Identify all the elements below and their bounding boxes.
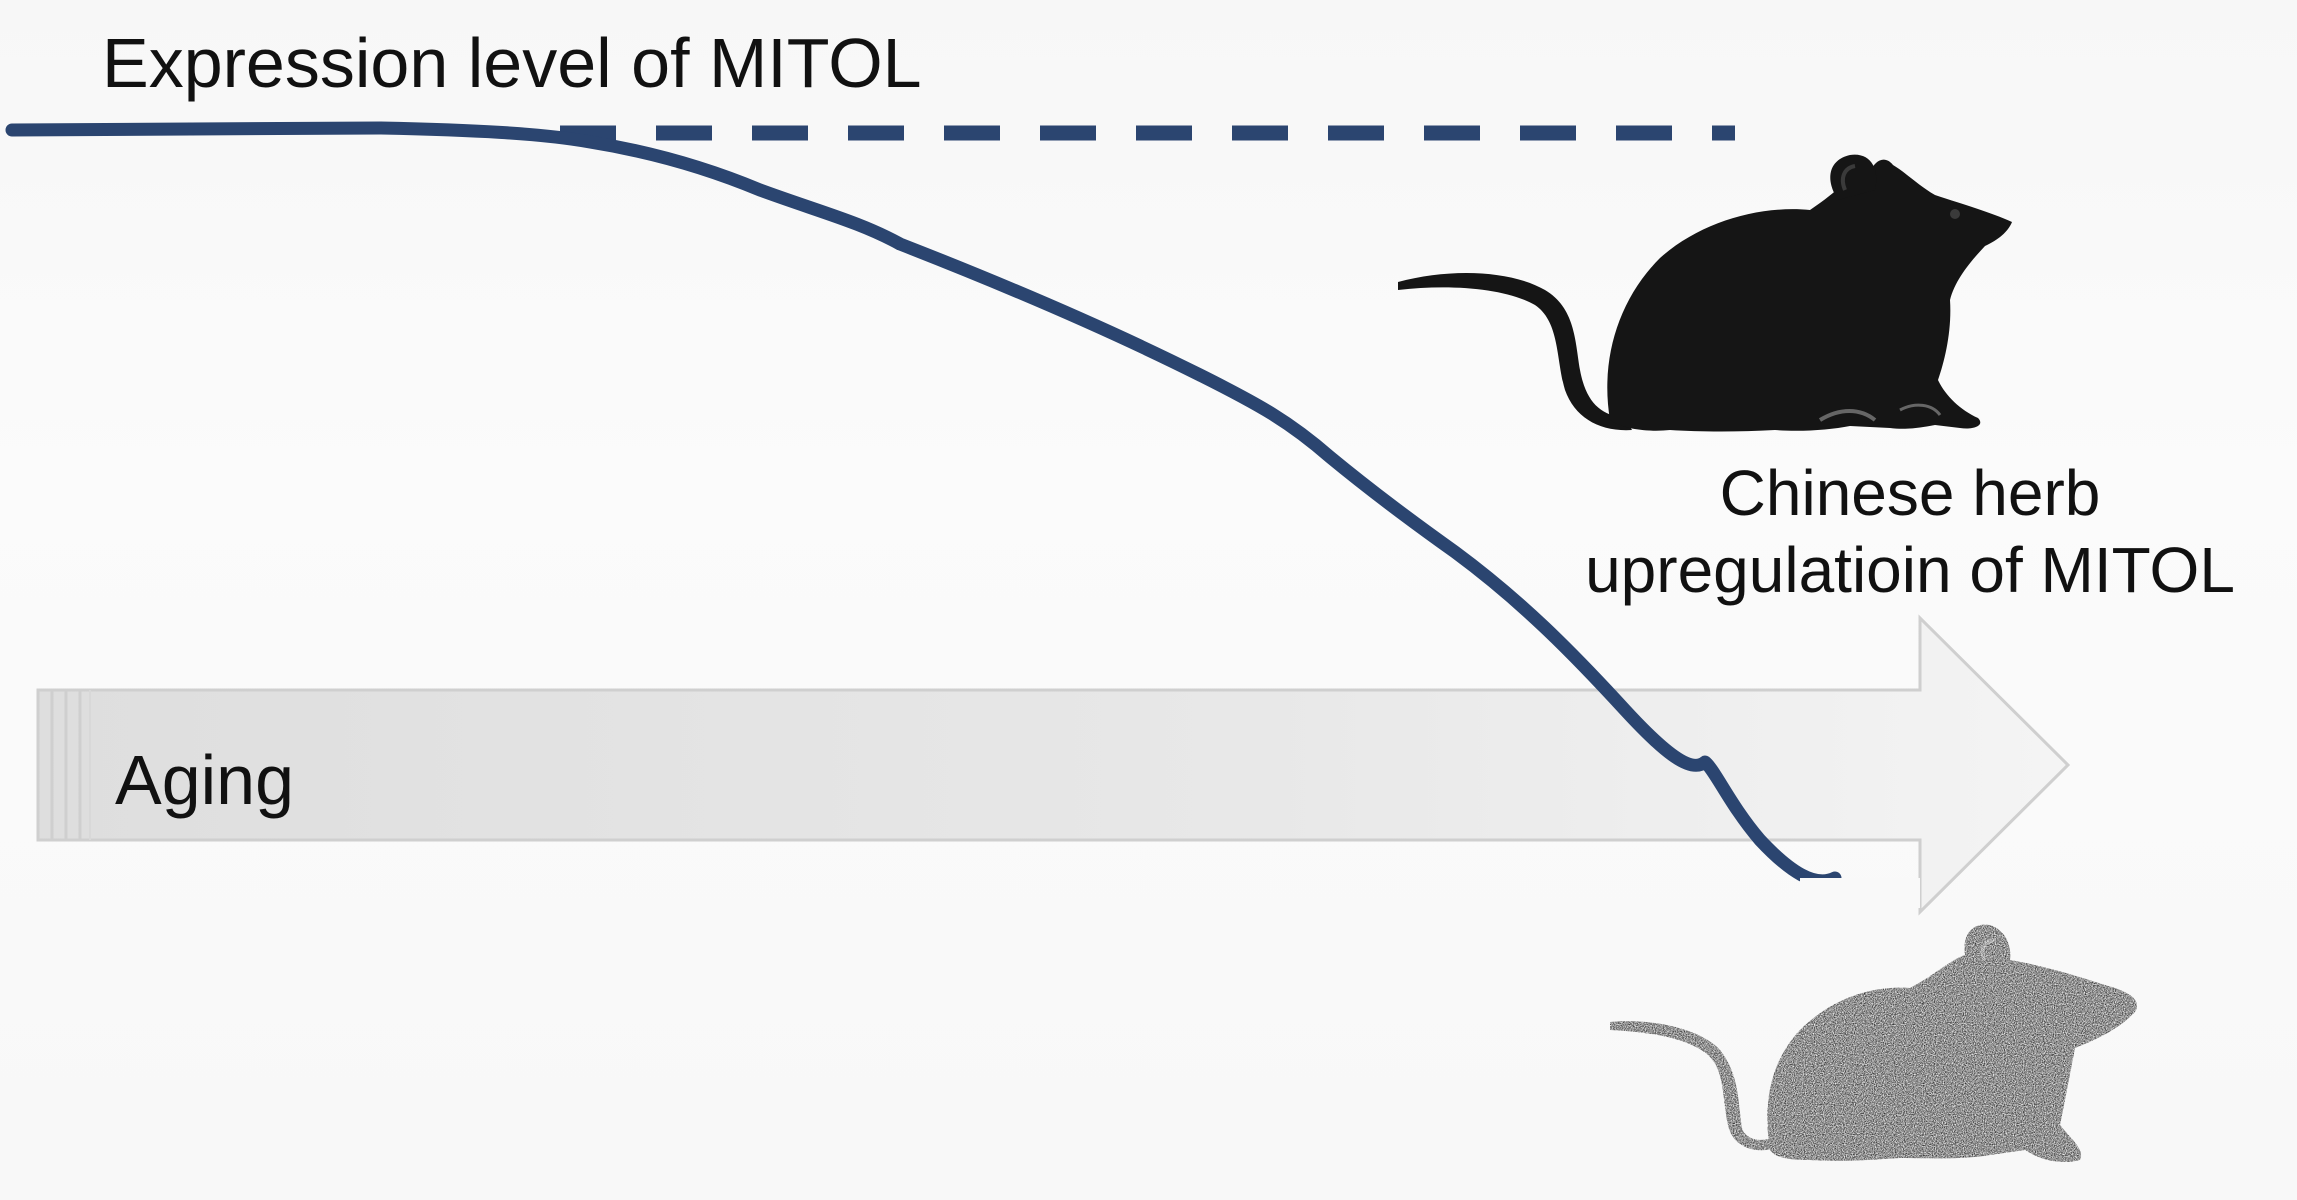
- aging-arrow-label: Aging: [115, 741, 295, 819]
- expression-axis-label: Expression level of MITOL: [102, 24, 922, 102]
- treatment-label-line1: Chinese herb: [1719, 457, 2101, 529]
- treatment-label: Chinese herb upregulatioin of MITOL: [1540, 455, 2280, 609]
- aging-arrow: [36, 614, 2071, 916]
- treatment-label-line2: upregulatioin of MITOL: [1585, 533, 2235, 606]
- healthy-mouse-icon: [1398, 154, 2012, 432]
- aged-mouse-icon: [1610, 924, 2137, 1162]
- aging-arrow-body: [36, 614, 2071, 916]
- declining-expression-curve: [5, 121, 1842, 888]
- curve-mask: [1800, 878, 1920, 908]
